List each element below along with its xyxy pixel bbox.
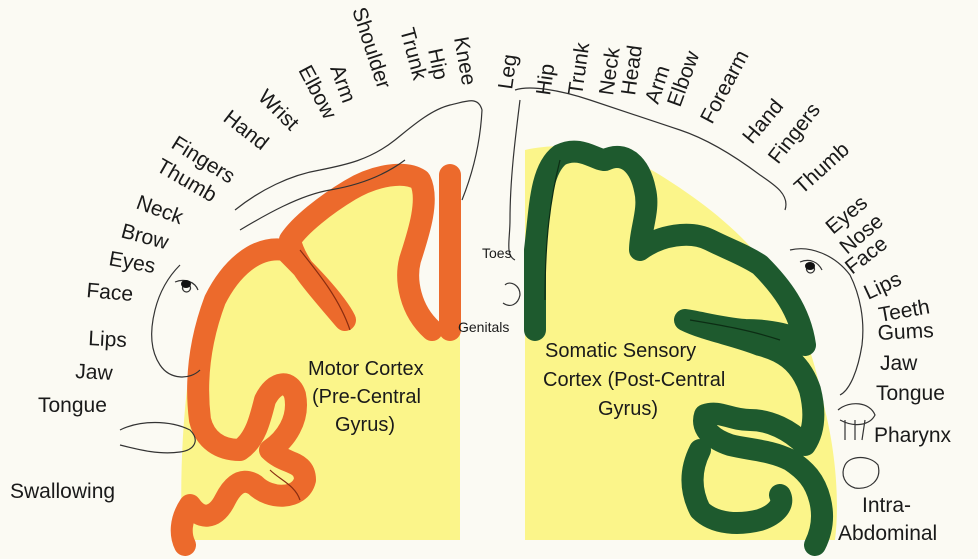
motor-hemisphere (181, 165, 460, 545)
sensory-title-line: Gyrus) (598, 398, 658, 420)
sensory-label: Lips (860, 267, 905, 304)
motor-label: Swallowing (10, 480, 115, 503)
motor-title-line: Gyrus) (335, 414, 395, 436)
sensory-eye-icon (805, 262, 815, 270)
motor-label: Hand (219, 106, 273, 155)
motor-label: Tongue (38, 394, 107, 417)
sensory-label: Hip (532, 62, 559, 96)
sensory-title-line: Cortex (Post-Central (543, 369, 725, 391)
motor-title-line: (Pre-Central (312, 386, 421, 408)
sensory-label: Forearm (696, 46, 754, 127)
motor-label: Knee (449, 35, 480, 87)
sensory-label: Pharynx (874, 424, 952, 447)
motor-label: Jaw (75, 360, 114, 385)
sensory-small-label: Toes (482, 245, 512, 261)
motor-label: Trunk (395, 25, 431, 83)
sensory-label: Intra- (862, 494, 911, 517)
sensory-label: Thumb (790, 138, 854, 199)
motor-label: Lips (88, 327, 128, 352)
motor-title-line: Motor Cortex (308, 358, 424, 380)
motor-label: Eyes (107, 247, 157, 278)
motor-label: Face (86, 279, 135, 306)
sensory-small-label: Genitals (458, 319, 509, 335)
sensory-label: Gums (877, 319, 934, 345)
motor-eye-icon (181, 280, 191, 288)
sensory-label: Trunk (564, 41, 594, 97)
sensory-title-line: Somatic Sensory (545, 340, 696, 362)
sensory-label: Jaw (880, 352, 918, 375)
sensory-label: Tongue (876, 382, 945, 405)
sensory-label: Leg (494, 53, 522, 91)
sensory-label: Abdominal (838, 522, 937, 545)
motor-label: Shoulder (347, 4, 395, 91)
